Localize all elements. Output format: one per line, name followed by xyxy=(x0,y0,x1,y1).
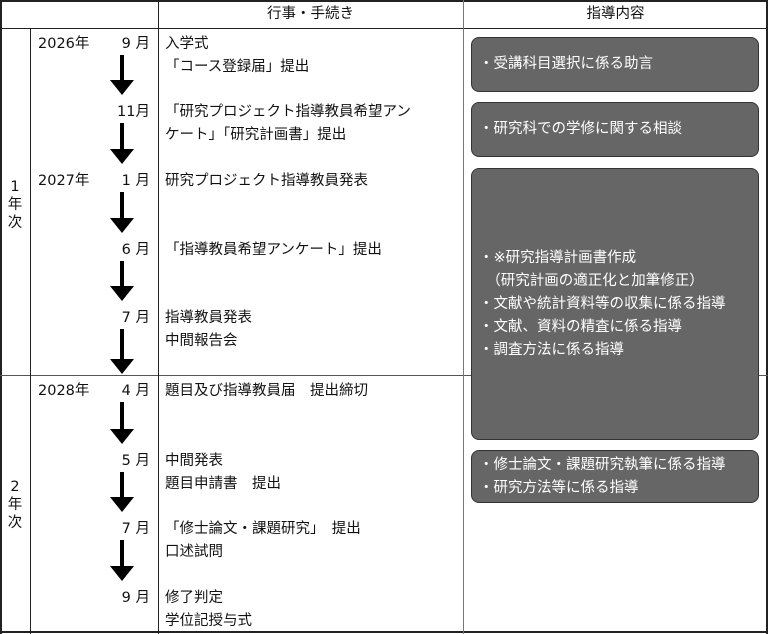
arrow-head xyxy=(110,566,134,581)
arrow-shaft xyxy=(120,540,124,569)
entry-events: 「指導教員希望アンケート」提出 xyxy=(165,239,382,262)
entry-events: 「研究プロジェクト指導教員希望アンケート」「研究計画書」提出 xyxy=(165,101,411,147)
event-line: ケート」「研究計画書」提出 xyxy=(165,127,347,143)
col-divider-3 xyxy=(463,0,464,634)
event-line: 「指導教員希望アンケート」提出 xyxy=(165,242,382,258)
arrow-down-icon xyxy=(110,55,134,95)
arrow-head xyxy=(110,286,134,301)
header-divider xyxy=(0,28,768,29)
event-line: 題目申請書 提出 xyxy=(165,476,281,492)
arrow-down-icon xyxy=(110,192,134,233)
year-label-2: 2 年 次 xyxy=(0,478,30,532)
event-line: 学位記授与式 xyxy=(165,613,252,629)
entry-month: 7 月 xyxy=(121,310,150,326)
entry-events: 中間発表題目申請書 提出 xyxy=(165,450,281,496)
arrow-head xyxy=(110,429,134,444)
event-line: 「コース登録届」提出 xyxy=(165,59,310,75)
entry-year: 2027年 xyxy=(38,173,90,189)
entry-year: 2028年 xyxy=(38,383,90,399)
arrow-shaft xyxy=(120,261,124,289)
arrow-shaft xyxy=(120,402,124,432)
year-label-char: 1 xyxy=(10,179,20,195)
entry-month: 4 月 xyxy=(121,383,150,399)
entry-month: 9 月 xyxy=(121,590,150,606)
entry-month: 9 月 xyxy=(121,36,150,52)
entry-events: 指導教員発表中間報告会 xyxy=(165,307,252,353)
guidance-box: ・受講科目選択に係る助言 xyxy=(471,37,759,92)
entry-month: 1 月 xyxy=(121,173,150,189)
arrow-shaft xyxy=(120,55,124,83)
guidance-box: ・研究科での学修に関する相談 xyxy=(471,102,759,157)
year-label-char: 年 xyxy=(7,497,23,513)
event-line: 中間発表 xyxy=(165,453,223,469)
arrow-shaft xyxy=(120,123,124,152)
guidance-box: ・修士論文・課題研究執筆に係る指導・研究方法等に係る指導 xyxy=(471,450,759,503)
arrow-down-icon xyxy=(110,402,134,444)
entry-events: 「修士論文・課題研究」 提出口述試問 xyxy=(165,518,361,564)
event-line: 入学式 xyxy=(165,36,209,52)
border-bottom xyxy=(0,631,768,633)
entry-events: 入学式「コース登録届」提出 xyxy=(165,33,309,79)
arrow-head xyxy=(110,218,134,233)
header-guidance: 指導内容 xyxy=(586,6,645,22)
year-label-char: 年 xyxy=(7,197,23,213)
event-line: 指導教員発表 xyxy=(165,310,252,326)
arrow-head xyxy=(110,80,134,95)
guidance-line: ・研究科での学修に関する相談 xyxy=(479,121,682,137)
arrow-down-icon xyxy=(110,123,134,164)
event-line: 中間報告会 xyxy=(165,333,238,349)
event-line: 「修士論文・課題研究」 提出 xyxy=(165,521,361,537)
border-right xyxy=(766,0,768,634)
entry-events: 題目及び指導教員届 提出締切 xyxy=(165,380,368,403)
entry-month: 5 月 xyxy=(121,453,150,469)
entry-month: 7 月 xyxy=(121,521,150,537)
guidance-line: ・文献や統計資料等の収集に係る指導 xyxy=(479,295,726,312)
header-events: 行事・手続き xyxy=(267,6,354,22)
arrow-down-icon xyxy=(110,472,134,512)
border-left xyxy=(0,0,2,634)
arrow-head xyxy=(110,359,134,374)
entry-month: 11月 xyxy=(117,104,150,120)
event-line: 修了判定 xyxy=(165,590,223,606)
border-top xyxy=(0,0,768,2)
entry-events: 修了判定学位記授与式 xyxy=(165,587,252,633)
arrow-head xyxy=(110,149,134,164)
arrow-down-icon xyxy=(110,329,134,374)
guidance-line: ・研究方法等に係る指導 xyxy=(479,479,639,496)
entry-events: 研究プロジェクト指導教員発表 xyxy=(165,170,368,193)
year-label-char: 次 xyxy=(7,515,23,531)
event-line: 題目及び指導教員届 提出締切 xyxy=(165,383,368,399)
event-line: 研究プロジェクト指導教員発表 xyxy=(165,173,368,189)
event-line: 口述試問 xyxy=(165,544,223,560)
guidance-line: ・調査方法に係る指導 xyxy=(479,341,624,358)
guidance-line: ・文献、資料の精査に係る指導 xyxy=(479,318,682,335)
arrow-down-icon xyxy=(110,261,134,301)
year-label-char: 2 xyxy=(10,479,20,495)
entry-month: 6 月 xyxy=(121,242,150,258)
event-line: 「研究プロジェクト指導教員希望アン xyxy=(165,104,411,120)
guidance-box: ・※研究指導計画書作成 （研究計画の適正化と加筆修正） ・文献や統計資料等の収集に… xyxy=(471,168,759,440)
arrow-shaft xyxy=(120,192,124,221)
guidance-line: ・※研究指導計画書作成 xyxy=(479,249,637,266)
year-label-1: 1 年 次 xyxy=(0,178,30,232)
year-label-char: 次 xyxy=(7,215,23,231)
arrow-head xyxy=(110,497,134,512)
entry-year: 2026年 xyxy=(38,36,90,52)
arrow-shaft xyxy=(120,472,124,500)
year-divider xyxy=(0,375,768,376)
arrow-down-icon xyxy=(110,540,134,581)
col-divider-2 xyxy=(158,0,159,634)
guidance-line: （研究計画の適正化と加筆修正） xyxy=(479,272,704,289)
guidance-line: ・受講科目選択に係る助言 xyxy=(479,56,653,72)
guidance-line: ・修士論文・課題研究執筆に係る指導 xyxy=(479,456,726,473)
col-divider-1 xyxy=(30,28,31,634)
arrow-shaft xyxy=(120,329,124,362)
